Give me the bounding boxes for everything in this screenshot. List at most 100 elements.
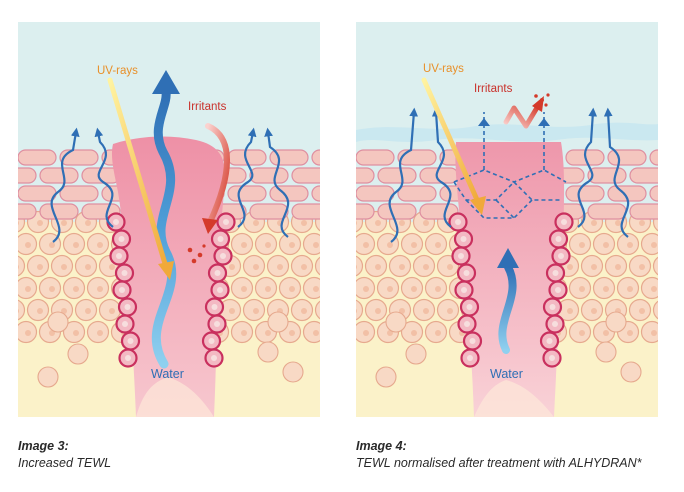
cell-nucleus	[85, 220, 91, 226]
diagram-panel-normalised-tewl: UV-rays Irritants Water	[356, 22, 658, 417]
corneocyte	[39, 167, 79, 184]
cell-nucleus	[313, 286, 319, 292]
ring-cell-center	[118, 236, 125, 242]
cell-nucleus	[253, 308, 259, 314]
cell-nucleus	[627, 286, 633, 292]
cell-nucleus	[289, 286, 295, 292]
water-label: Water	[151, 367, 184, 381]
water-loss-arrow	[151, 87, 177, 369]
cell-nucleus	[18, 308, 19, 314]
ring-cell-center	[466, 304, 473, 310]
cell-nucleus	[25, 330, 31, 336]
cell-nucleus	[356, 308, 357, 314]
ring-cell-center	[555, 236, 562, 242]
caption-text: TEWL normalised after treatment with ALH…	[356, 456, 642, 470]
ring-cell-center	[127, 338, 134, 344]
corneocyte	[356, 185, 395, 202]
cell-nucleus	[651, 242, 657, 248]
cell-nucleus	[639, 264, 645, 270]
evaporation-arrow	[237, 127, 257, 228]
corneocyte	[311, 185, 320, 202]
corneocyte	[649, 185, 658, 202]
cell-nucleus	[85, 264, 91, 270]
cell-nucleus	[627, 242, 633, 248]
water-label: Water	[490, 367, 523, 381]
pore-base-glow	[136, 377, 214, 417]
evaporation-arrow	[50, 127, 80, 243]
cell-nucleus	[73, 330, 79, 336]
cell-nucleus	[363, 330, 369, 336]
uv-ray-arrow	[421, 77, 481, 205]
cell-nucleus	[97, 330, 103, 336]
corneocyte	[587, 203, 627, 220]
corneocyte	[629, 167, 658, 184]
cell-nucleus	[25, 286, 31, 292]
ring-cell-center	[455, 219, 461, 225]
skin-cell	[18, 255, 26, 277]
cell-nucleus	[73, 242, 79, 248]
ring-cell-center	[122, 321, 128, 327]
cell-nucleus	[265, 286, 271, 292]
cell-nucleus	[579, 242, 585, 248]
caption-image-4: Image 4: TEWL normalised after treatment…	[356, 438, 642, 472]
skin-cell	[640, 232, 658, 256]
cell-nucleus	[603, 242, 609, 248]
cell-nucleus	[97, 242, 103, 248]
skin-cell	[302, 276, 320, 300]
corneocyte	[39, 203, 79, 220]
corneocyte	[419, 203, 459, 220]
cell-nucleus	[411, 286, 417, 292]
ring-cell-center	[555, 287, 561, 293]
cell-nucleus	[109, 308, 115, 314]
cell-nucleus	[435, 242, 441, 248]
ring-cell-center	[223, 219, 229, 225]
corneocyte	[227, 185, 267, 202]
ring-cell-center	[461, 287, 467, 293]
uv-ray-arrow	[107, 77, 169, 270]
uv-arrow-head	[470, 196, 486, 215]
cell-nucleus	[253, 264, 259, 270]
caption-title: Image 4:	[356, 439, 407, 453]
cell-nucleus	[567, 264, 573, 270]
cell-nucleus	[435, 330, 441, 336]
cell-nucleus	[61, 220, 67, 226]
cell-nucleus	[253, 220, 259, 226]
ring-cell-center	[467, 355, 473, 361]
cell-nucleus	[387, 242, 393, 248]
cell-nucleus	[615, 264, 621, 270]
corneocyte	[269, 185, 309, 202]
ring-cell-center	[458, 253, 464, 259]
cell-nucleus	[241, 242, 247, 248]
ring-cell-center	[460, 236, 467, 242]
ring-cell-center	[220, 253, 226, 259]
cell-nucleus	[399, 264, 405, 270]
cell-nucleus	[301, 264, 307, 270]
corneocyte	[377, 167, 417, 184]
cell-nucleus	[37, 220, 43, 226]
ring-cell-center	[469, 338, 476, 344]
skin-cell	[37, 366, 59, 388]
skin-cell	[302, 320, 320, 344]
cell-nucleus	[603, 330, 609, 336]
corneocyte	[377, 203, 417, 220]
evaporation-arrow	[94, 127, 114, 228]
cell-nucleus	[423, 264, 429, 270]
network-arrow-head	[478, 118, 490, 126]
skin-cell	[314, 300, 320, 320]
corneocyte	[397, 149, 437, 166]
cell-nucleus	[591, 220, 597, 226]
corneocyte	[291, 203, 320, 220]
ring-cell-center	[121, 270, 128, 276]
ring-cell-center	[116, 253, 122, 259]
cell-nucleus	[37, 308, 43, 314]
ring-cell-center	[552, 270, 559, 276]
evaporation-arrow	[603, 107, 630, 238]
corneocyte	[18, 185, 57, 202]
irritant-arrow-head	[202, 218, 218, 234]
evaporation-arrow	[431, 107, 452, 228]
cell-nucleus	[241, 330, 247, 336]
cell-nucleus	[265, 242, 271, 248]
cell-nucleus	[567, 308, 573, 314]
pore-ring-cells	[448, 212, 574, 368]
cell-nucleus	[289, 242, 295, 248]
